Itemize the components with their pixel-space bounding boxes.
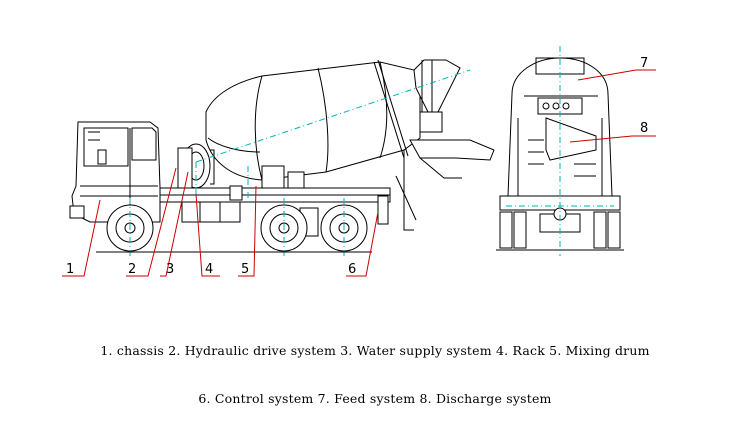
rear-view: [496, 46, 656, 256]
chassis-frame: [159, 165, 391, 237]
callout-6: 6: [348, 262, 356, 277]
callout-5: 5: [241, 262, 249, 277]
callout-7: 7: [640, 56, 648, 71]
discharge-chute: [395, 139, 495, 231]
truck-cab: [69, 121, 161, 223]
callout-4: 4: [205, 262, 213, 277]
callout-8: 8: [640, 121, 648, 136]
side-view: [62, 59, 495, 277]
callout-1: 1: [66, 262, 74, 277]
legend-line-2: 6. Control system 7. Feed system 8. Disc…: [198, 391, 552, 406]
mixer-truck-drawing: 1 2 3 4 5 6 7 8: [62, 46, 656, 277]
callout-3: 3: [166, 262, 174, 277]
mixing-drum: [205, 61, 421, 181]
callout-2: 2: [128, 262, 136, 277]
legend-line-1: 1. chassis 2. Hydraulic drive system 3. …: [100, 343, 650, 358]
